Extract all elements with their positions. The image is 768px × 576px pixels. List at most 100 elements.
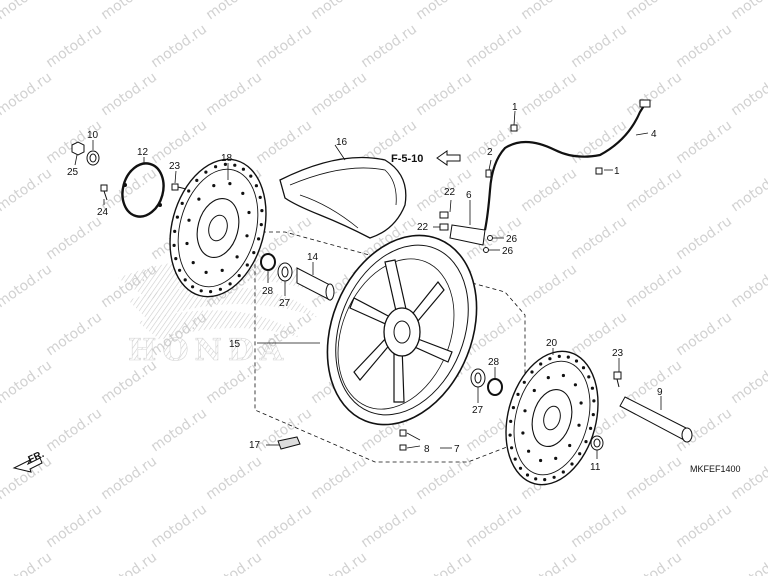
brake-disc-left-part-18 [169, 158, 267, 298]
disc-hole [592, 399, 596, 403]
watermark-text: motod.ru [98, 549, 160, 576]
callout-12: 12 [137, 147, 149, 158]
disc-hole [578, 452, 582, 456]
disc-hole [245, 234, 249, 238]
disc-hole [557, 354, 561, 358]
watermark-text: motod.ru [623, 0, 685, 23]
callout-10: 10 [87, 130, 99, 141]
tire-part-16 [279, 156, 407, 239]
reference-label: F-5-10 [391, 153, 423, 165]
callout-11: 11 [590, 462, 601, 473]
disc-hole [566, 355, 570, 359]
watermark-text: motod.ru [203, 549, 265, 576]
disc-hole [577, 423, 581, 427]
callout-22b: 22 [417, 222, 429, 233]
disc-hole [252, 251, 256, 255]
watermark-text: motod.ru [43, 309, 105, 359]
disc-hole [257, 237, 261, 241]
wheel-rim [326, 234, 478, 426]
watermark-text: motod.ru [203, 453, 265, 503]
disc-hole [209, 290, 213, 294]
watermark-text: motod.ru [0, 261, 55, 311]
disc-hole [581, 366, 586, 370]
watermark-text: motod.ru [728, 69, 768, 119]
disc-hole [183, 278, 187, 282]
watermark-text: motod.ru [463, 501, 525, 551]
disc-hole [212, 184, 216, 188]
watermark-text: motod.ru [673, 213, 735, 263]
leader-lines [74, 110, 662, 459]
watermark-text: motod.ru [413, 69, 475, 119]
callout-labels: 1 1 2 4 6 7 8 9 10 11 12 14 15 16 17 18 … [67, 102, 663, 473]
disc-hole [233, 163, 237, 167]
disc-hole [591, 413, 595, 417]
callout-22a: 22 [444, 187, 456, 198]
watermark-text: motod.ru [203, 0, 265, 23]
disc-hole [511, 406, 515, 410]
disc-hole [228, 282, 232, 286]
disc-hole [175, 215, 179, 219]
watermark-text: motod.ru [728, 261, 768, 311]
watermark-text: motod.ru [308, 549, 370, 576]
disc-hole [235, 255, 239, 259]
disc-hole [590, 386, 595, 390]
callout-26a: 26 [506, 234, 518, 245]
callout-8: 8 [424, 444, 430, 455]
disc-hole [587, 375, 591, 379]
watermark-text: motod.ru [0, 549, 55, 576]
hardware-parts [71, 124, 693, 451]
watermark-text: motod.ru [308, 453, 370, 503]
callout-9: 9 [657, 387, 663, 398]
disc-hole [173, 229, 177, 233]
watermark-text: motod.ru [623, 261, 685, 311]
callout-16: 16 [336, 137, 348, 148]
watermark-text: motod.ru [98, 69, 160, 119]
disc-hole [534, 477, 538, 481]
callout-7: 7 [454, 444, 460, 455]
disc-hole [527, 449, 531, 453]
disc-hole [204, 170, 208, 174]
disc-hole [228, 182, 232, 186]
disc-hole [530, 370, 534, 374]
callout-24: 24 [97, 207, 109, 218]
disc-hole [254, 184, 258, 188]
disc-hole [518, 466, 523, 470]
disc-hole [546, 376, 550, 380]
watermark-text: motod.ru [253, 501, 315, 551]
disc-hole [516, 392, 520, 396]
watermark-text: motod.ru [0, 69, 55, 119]
callout-2: 2 [487, 147, 493, 158]
watermark-text: motod.ru [203, 69, 265, 119]
disc-hole [561, 470, 565, 474]
pulser-ring-part-12 [121, 162, 165, 218]
watermark-text: motod.ru [728, 549, 768, 576]
disc-hole [570, 462, 574, 466]
reference-arrow: F-5-10 [391, 150, 461, 166]
disc-hole [554, 456, 558, 460]
disc-hole [241, 191, 245, 195]
disc-hole [220, 268, 224, 272]
brake-disc-right-part-20 [505, 350, 599, 486]
callout-4: 4 [651, 129, 657, 140]
callout-6: 6 [466, 190, 472, 201]
callout-26b: 26 [502, 246, 514, 257]
callout-14: 14 [307, 252, 319, 263]
watermark-text: motod.ru [0, 165, 55, 215]
callout-1a: 1 [512, 102, 518, 113]
watermark-text: motod.ru [98, 0, 160, 23]
sensor-connector [639, 99, 651, 108]
callout-28b: 28 [488, 357, 500, 368]
disc-hole [214, 165, 218, 169]
disc-hole [513, 457, 517, 461]
disc-hole [249, 174, 253, 178]
watermark-text: motod.ru [728, 0, 768, 23]
watermark-text: motod.ru [623, 165, 685, 215]
watermark-text: motod.ru [43, 501, 105, 551]
disc-hole [574, 359, 579, 363]
watermark-text: motod.ru [0, 357, 55, 407]
watermark-text: motod.ru [518, 261, 580, 311]
watermark-text: motod.ru [518, 549, 580, 576]
watermark-text: motod.ru [43, 21, 105, 71]
disc-hole [525, 473, 530, 477]
